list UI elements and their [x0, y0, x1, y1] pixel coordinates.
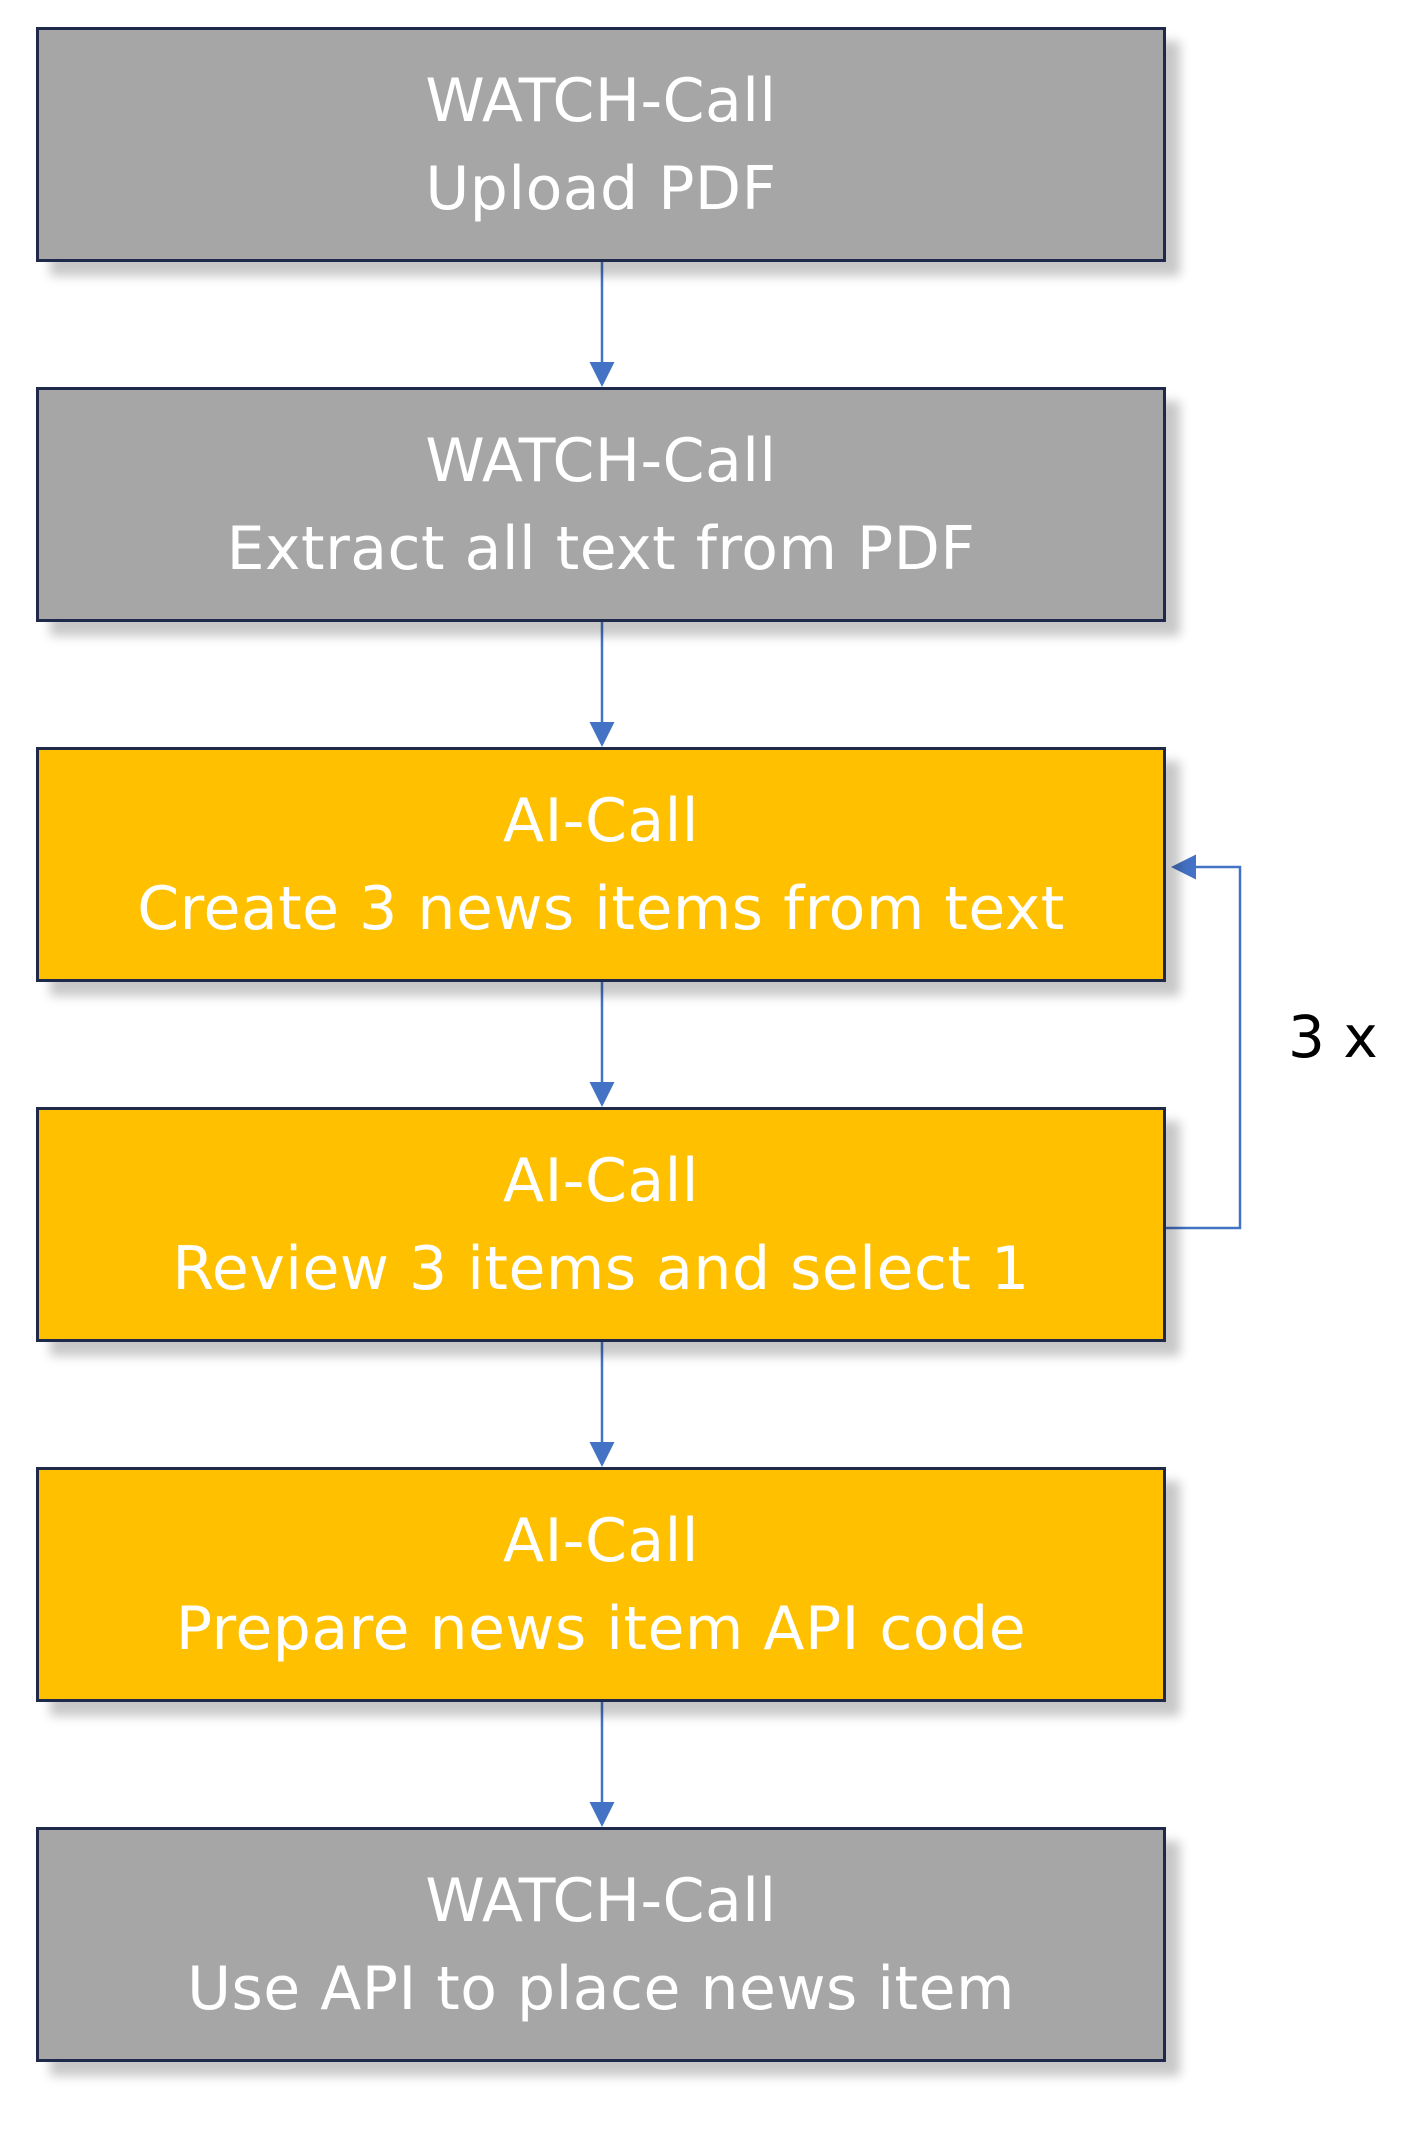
loop-back-arrow: [1166, 854, 1242, 1230]
step-2-caller: WATCH-Call: [425, 425, 777, 496]
step-6-caller: WATCH-Call: [425, 1865, 777, 1936]
step-2-box: WATCH-Call Extract all text from PDF: [36, 387, 1166, 622]
step-5-box: AI-Call Prepare news item API code: [36, 1467, 1166, 1702]
step-3-box: AI-Call Create 3 news items from text: [36, 747, 1166, 982]
step-2-action: Extract all text from PDF: [226, 513, 976, 584]
step-4-box: AI-Call Review 3 items and select 1: [36, 1107, 1166, 1342]
step-5-caller: AI-Call: [503, 1505, 699, 1576]
step-3-caller: AI-Call: [503, 785, 699, 856]
step-3-action: Create 3 news items from text: [137, 873, 1065, 944]
step-6-box: WATCH-Call Use API to place news item: [36, 1827, 1166, 2062]
step-1-caller: WATCH-Call: [425, 65, 777, 136]
step-1-action: Upload PDF: [425, 153, 777, 224]
step-4-caller: AI-Call: [503, 1145, 699, 1216]
step-5-action: Prepare news item API code: [175, 1593, 1027, 1664]
step-1-box: WATCH-Call Upload PDF: [36, 27, 1166, 262]
loop-count-label: 3 x: [1288, 1003, 1378, 1071]
step-6-action: Use API to place news item: [187, 1953, 1015, 2024]
step-4-action: Review 3 items and select 1: [172, 1233, 1030, 1304]
